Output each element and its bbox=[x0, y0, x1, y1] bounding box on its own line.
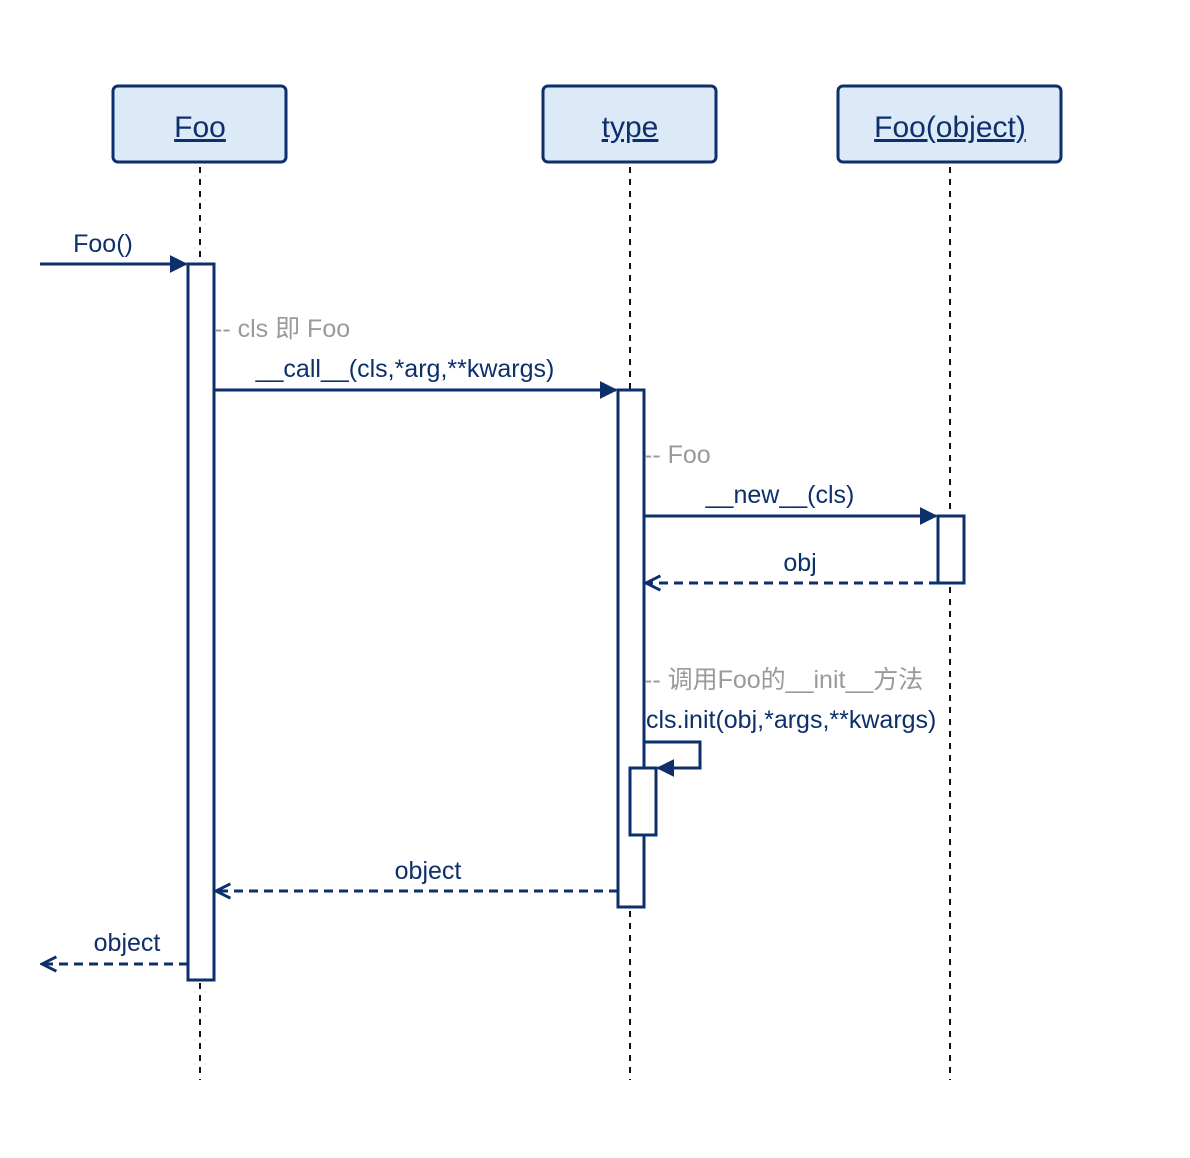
participant-foo-box bbox=[111, 84, 288, 164]
participant-foo-label: Foo bbox=[174, 111, 226, 144]
return-object-type-label: object bbox=[395, 857, 462, 885]
participant-type[interactable]: type bbox=[541, 84, 718, 164]
activation-type-init bbox=[628, 766, 658, 837]
message-call-label: __call__(cls,*arg,**kwargs) bbox=[255, 355, 555, 383]
return-obj-label: obj bbox=[783, 549, 816, 577]
note-foo: -- Foo bbox=[644, 441, 711, 469]
message-new-label: __new__(cls) bbox=[705, 481, 855, 509]
participant-foo-object[interactable]: Foo(object) bbox=[836, 84, 1063, 164]
activation-foo-object bbox=[936, 514, 966, 585]
participant-foo-object-label: Foo(object) bbox=[874, 111, 1026, 144]
return-object-foo-label: object bbox=[94, 929, 161, 957]
message-init-label: cls.init(obj,*args,**kwargs) bbox=[646, 706, 936, 734]
participant-type-label: type bbox=[602, 111, 659, 144]
note-cls-is-foo: -- cls 即 Foo bbox=[214, 315, 350, 343]
message-init-arrow bbox=[644, 740, 702, 777]
participant-foo[interactable]: Foo bbox=[111, 84, 288, 164]
participant-foo-object-box bbox=[836, 84, 1063, 164]
message-foo-call-label: Foo() bbox=[73, 230, 133, 258]
activation-foo bbox=[186, 262, 216, 982]
note-call-init: -- 调用Foo的__init__方法 bbox=[644, 666, 923, 694]
participant-type-box bbox=[541, 84, 718, 164]
